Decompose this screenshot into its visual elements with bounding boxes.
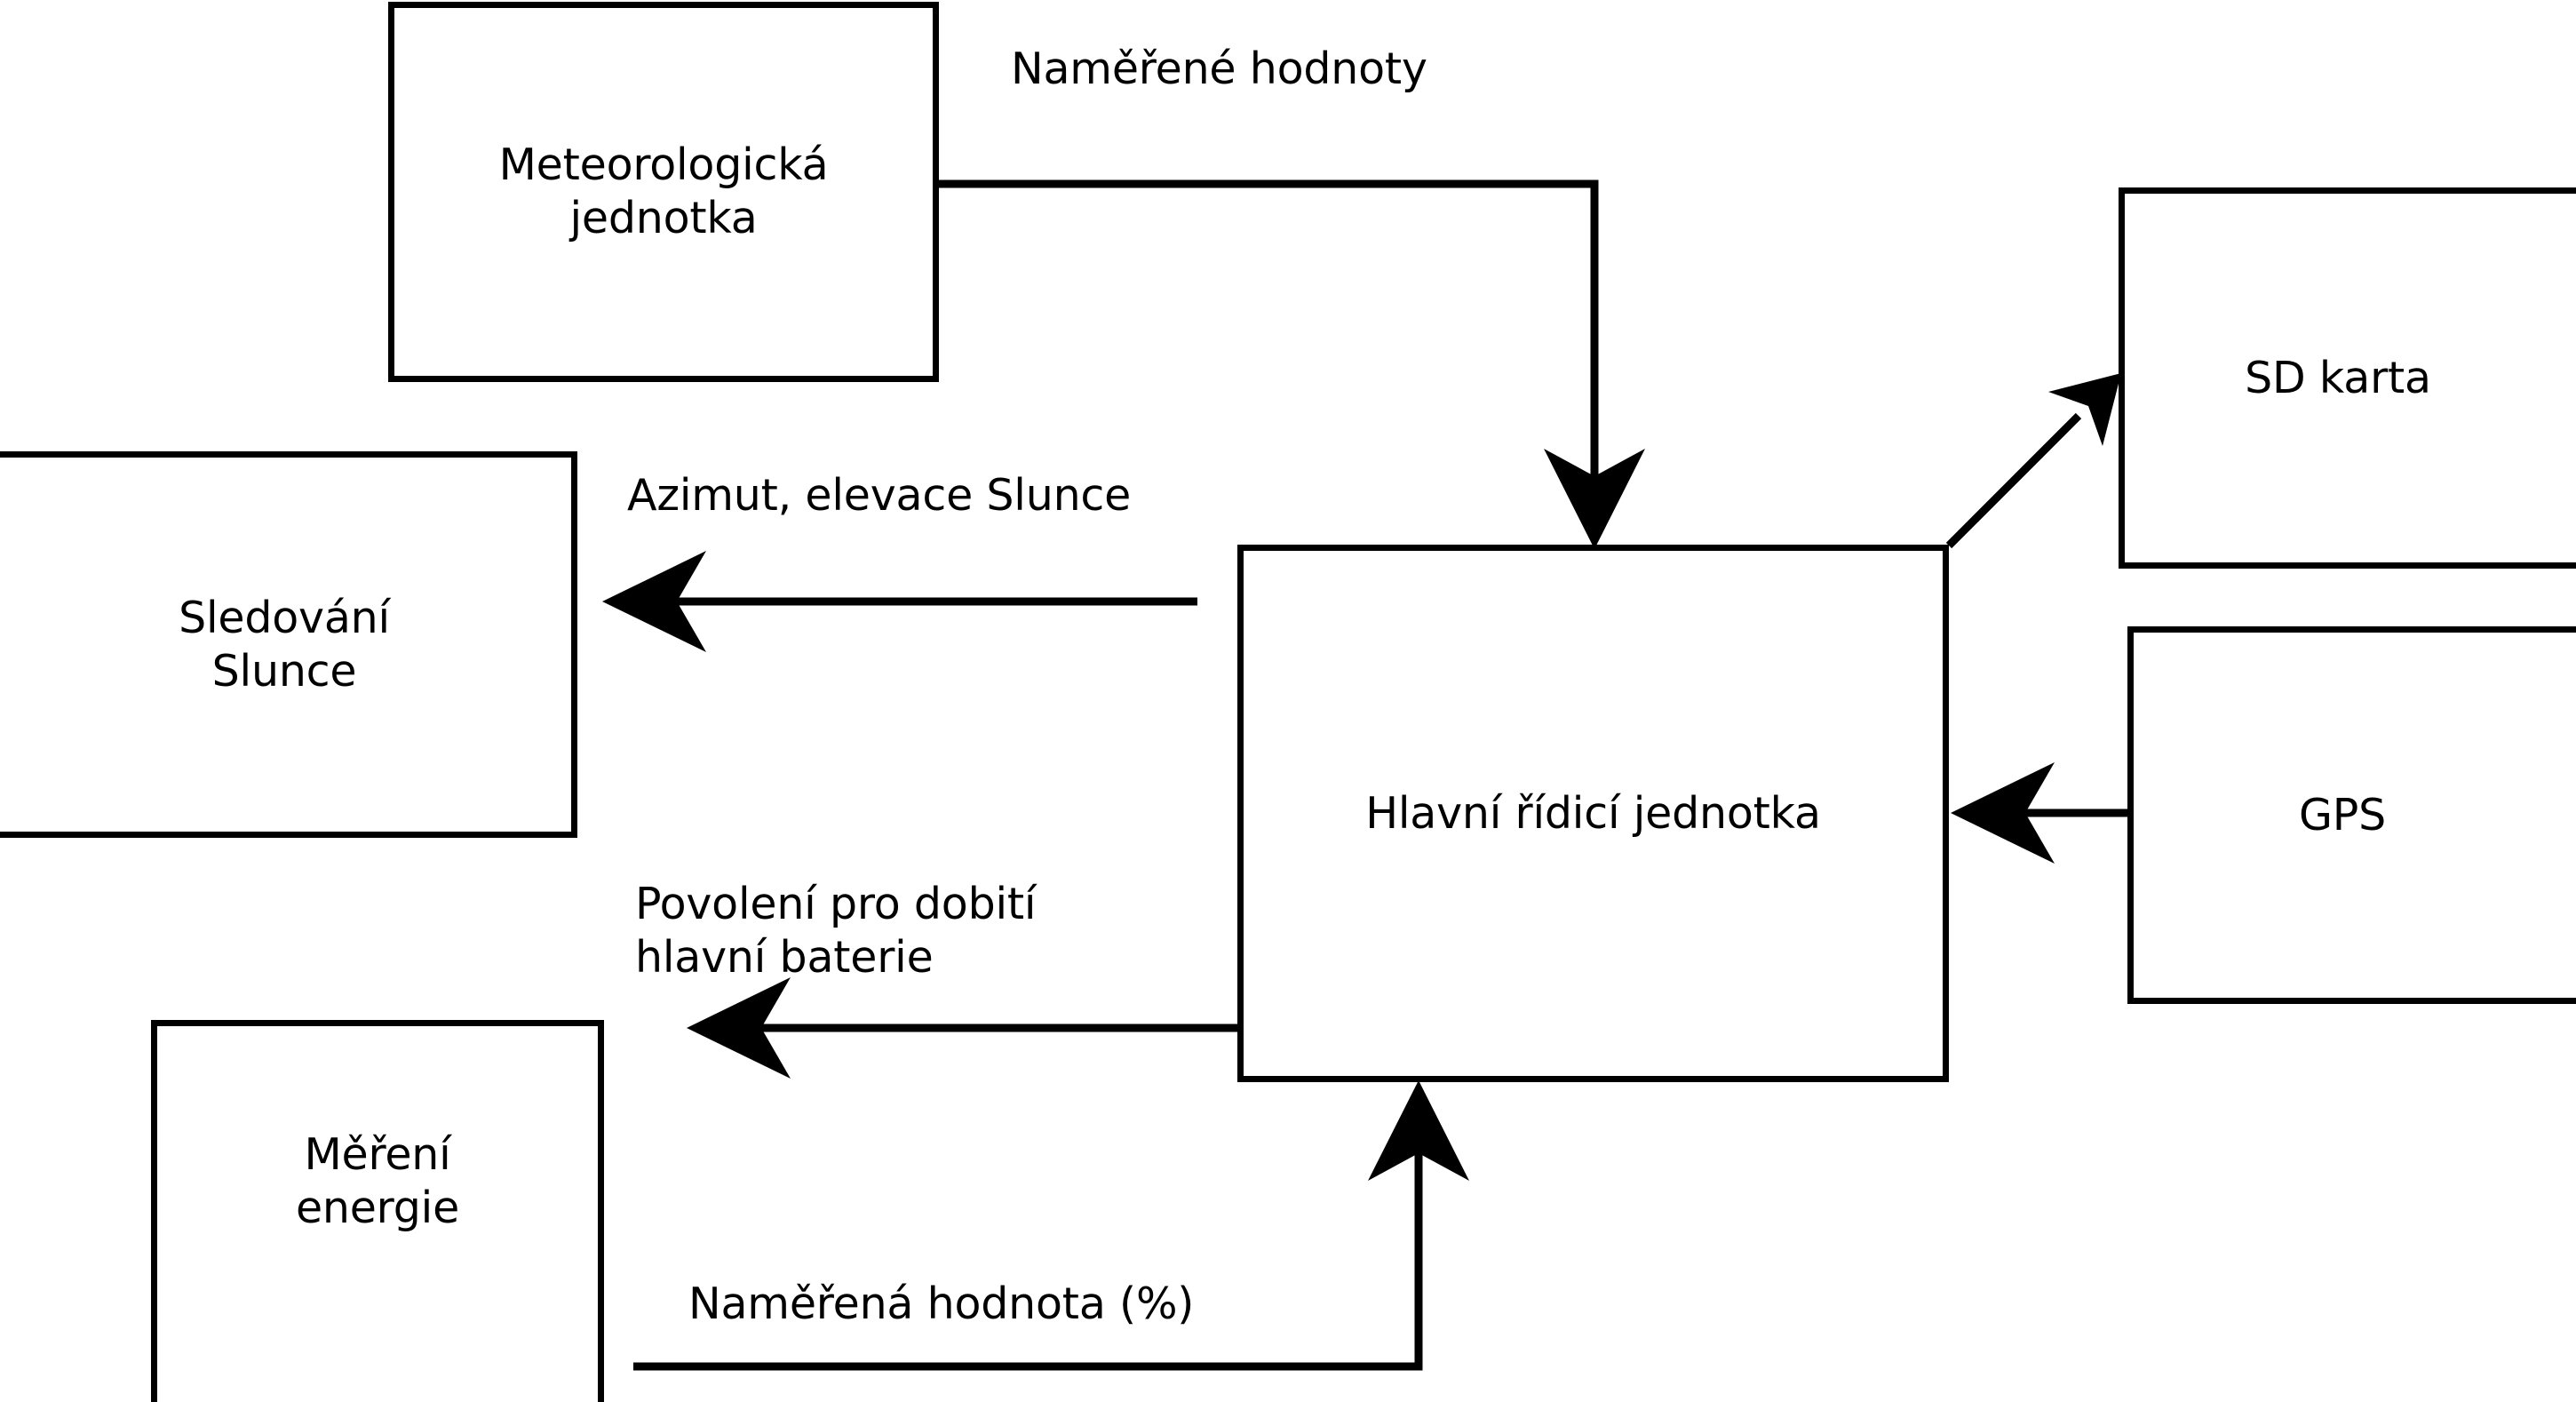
edge-label-azimuth-elevation: Azimut, elevace Slunce (627, 470, 1132, 521)
node-sd-card[interactable]: SD karta (2119, 187, 2576, 569)
node-gps[interactable]: GPS (2127, 626, 2576, 1004)
node-sun-tracking[interactable]: Sledování Slunce (0, 451, 577, 838)
edge-main-to-tracking (602, 551, 1197, 652)
edge-label-measured-value-percent: Naměřená hodnota (%) (688, 1279, 1195, 1329)
node-sun-tracking-label: Sledování Slunce (179, 592, 390, 697)
edge-main-to-energy (687, 977, 1237, 1079)
node-energy-measurement-label: Měření energie (295, 1129, 460, 1233)
edge-energy-to-main (633, 1080, 1469, 1371)
edge-meteo-to-main (939, 179, 1645, 549)
edge-main-to-sdcard (1945, 373, 2121, 549)
edge-gps-to-main (1951, 762, 2127, 864)
node-main-control-unit[interactable]: Hlavní řídicí jednotka (1237, 545, 1949, 1082)
edge-label-measured-values: Naměřené hodnoty (1011, 44, 1427, 94)
edge-label-charge-permission: Povolení pro dobití hlavní baterie (635, 879, 1037, 983)
node-sd-card-label: SD karta (2245, 352, 2431, 403)
node-main-control-unit-label: Hlavní řídicí jednotka (1365, 787, 1821, 839)
node-meteorological-unit[interactable]: Meteorologická jednotka (388, 2, 939, 382)
node-meteorological-unit-label: Meteorologická jednotka (498, 139, 829, 243)
node-gps-label: GPS (2298, 789, 2387, 840)
node-energy-measurement[interactable]: Měření energie (151, 1020, 604, 1402)
